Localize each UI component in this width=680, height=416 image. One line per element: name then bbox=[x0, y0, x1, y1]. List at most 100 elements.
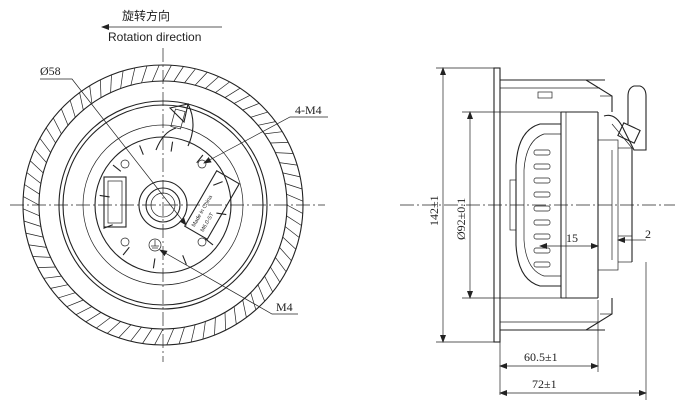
impeller-blade bbox=[242, 102, 260, 111]
mounting-hole bbox=[120, 159, 130, 169]
width-72-label: 72±1 bbox=[532, 377, 557, 391]
dome-vent bbox=[533, 261, 551, 268]
impeller-blade bbox=[142, 328, 153, 344]
impeller-blade bbox=[224, 312, 226, 331]
ground-symbol bbox=[148, 238, 162, 252]
impeller-blade bbox=[28, 244, 47, 248]
dome-vent bbox=[533, 149, 551, 156]
shaft-bore bbox=[150, 192, 176, 218]
motor-vent bbox=[204, 238, 214, 246]
rotation-direction-label-en: Rotation direction bbox=[108, 30, 201, 44]
rectangular-window bbox=[103, 176, 127, 228]
hub-outer-circle bbox=[58, 100, 268, 310]
shaft-outer-ring bbox=[138, 180, 188, 230]
motor-dome-vents bbox=[533, 149, 551, 268]
impeller-blade bbox=[23, 220, 42, 227]
impeller-blade bbox=[264, 131, 283, 135]
dome-vent bbox=[533, 177, 551, 184]
impeller-blade bbox=[32, 256, 51, 258]
impeller-blade bbox=[282, 236, 297, 250]
screw-m4-leader bbox=[159, 249, 298, 315]
impeller-blade bbox=[130, 67, 136, 86]
impeller-blade bbox=[215, 81, 230, 93]
impeller-blade bbox=[233, 94, 251, 104]
impeller-blade bbox=[257, 121, 276, 126]
impeller-blade bbox=[184, 68, 196, 84]
impeller-blade bbox=[29, 160, 44, 174]
impeller-blade bbox=[224, 87, 241, 98]
impeller-blade bbox=[270, 266, 281, 283]
impeller-blade bbox=[130, 326, 142, 342]
dome-vent bbox=[533, 219, 551, 226]
impeller-blade bbox=[284, 226, 300, 238]
impeller-blade bbox=[24, 184, 40, 195]
impeller-blade bbox=[286, 193, 304, 202]
impeller-blade bbox=[214, 317, 216, 336]
rotation-direction-label-cn: 旋转方向 bbox=[122, 8, 170, 23]
impeller-blade bbox=[37, 266, 56, 268]
impeller-blade bbox=[257, 284, 266, 302]
impeller-blade bbox=[151, 64, 160, 82]
impeller-blade bbox=[25, 232, 44, 238]
impeller-blade bbox=[69, 100, 76, 118]
gap-2-label: 2 bbox=[645, 227, 651, 241]
motor-vent bbox=[122, 246, 130, 256]
impeller-blade bbox=[85, 312, 102, 323]
impeller-blade bbox=[66, 299, 84, 308]
dome-vent bbox=[533, 205, 551, 212]
shaft-inner-ring bbox=[145, 187, 181, 223]
balance-clip bbox=[537, 91, 553, 99]
holes-4-m4-label: 4-M4 bbox=[295, 103, 322, 117]
mounting-hole bbox=[197, 159, 207, 169]
motor-vent bbox=[182, 255, 187, 265]
impeller-blade bbox=[270, 142, 289, 144]
impeller-blade bbox=[39, 138, 51, 153]
impeller-blade bbox=[45, 127, 56, 144]
impeller-blade bbox=[205, 76, 219, 89]
impeller-blade bbox=[275, 257, 287, 272]
depth-15-label: 15 bbox=[566, 231, 578, 245]
impeller-blade bbox=[58, 292, 76, 299]
motor-vent bbox=[213, 181, 223, 186]
diameter-58-label: Ø58 bbox=[40, 64, 61, 78]
inner-diameter-92-label: Ø92±0.1 bbox=[454, 198, 468, 240]
rotation-direction-header: 旋转方向 Rotation direction bbox=[101, 8, 222, 44]
impeller-blade bbox=[178, 326, 185, 345]
stator-stack bbox=[597, 139, 619, 271]
impeller-blade bbox=[26, 172, 42, 184]
impeller-blade bbox=[282, 172, 301, 178]
impeller-blade bbox=[110, 74, 112, 93]
impeller-blade bbox=[154, 328, 164, 345]
impeller-blade bbox=[250, 111, 268, 118]
connector-slot bbox=[155, 103, 194, 151]
impeller-blade bbox=[250, 292, 257, 310]
impeller-blade bbox=[194, 71, 208, 86]
impeller-blade bbox=[100, 79, 102, 98]
dome-vent bbox=[533, 247, 551, 254]
impeller-blade bbox=[190, 324, 196, 343]
diameter-58-leader bbox=[40, 78, 187, 226]
mounting-pitch-circle bbox=[82, 124, 244, 286]
motor-vent bbox=[152, 258, 156, 269]
impeller-blade bbox=[264, 275, 274, 293]
motor-vent bbox=[112, 164, 122, 172]
dome-vent bbox=[533, 163, 551, 170]
impeller-blade bbox=[23, 196, 40, 206]
holes-4-m4-leader bbox=[203, 116, 328, 164]
impeller-blade bbox=[279, 162, 298, 166]
impeller-blade bbox=[52, 117, 62, 135]
impeller-blade bbox=[118, 324, 132, 339]
impeller-blade bbox=[96, 317, 111, 329]
backplate bbox=[493, 67, 501, 343]
impeller-blade bbox=[233, 306, 237, 325]
impeller-blade bbox=[50, 284, 69, 289]
impeller-blade bbox=[286, 204, 303, 214]
impeller-blade bbox=[141, 65, 148, 84]
cable-gland bbox=[603, 85, 647, 151]
impeller-blade bbox=[60, 108, 69, 126]
impeller-blade bbox=[89, 85, 93, 104]
impeller-outer-circle bbox=[22, 64, 304, 346]
dome-vent bbox=[533, 233, 551, 240]
impeller-blade bbox=[279, 247, 292, 261]
impeller-blade bbox=[284, 183, 303, 190]
